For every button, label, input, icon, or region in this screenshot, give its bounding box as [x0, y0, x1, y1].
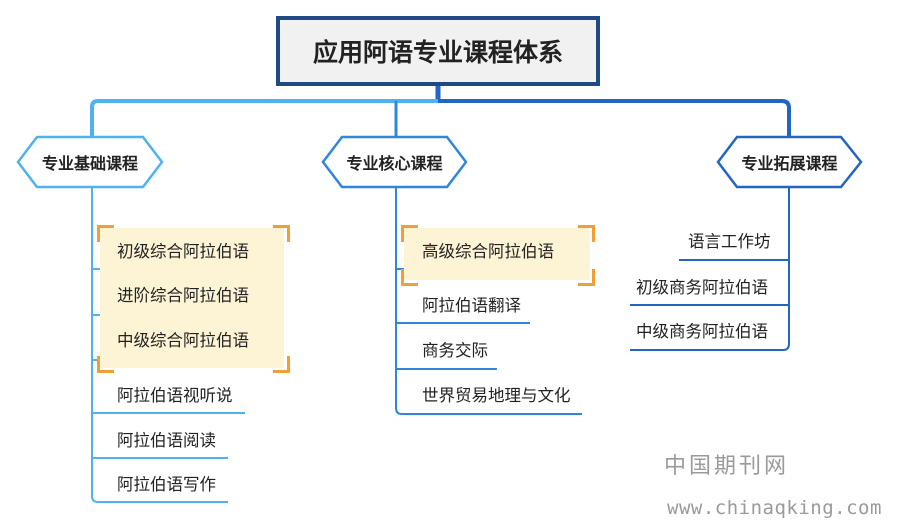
category-label-basic: 专业基础课程	[41, 154, 138, 173]
course-item: 进阶综合阿拉伯语	[117, 286, 249, 305]
bracket-corner	[273, 356, 290, 373]
course-item: 中级综合阿拉伯语	[117, 331, 249, 350]
course-item: 阿拉伯语阅读	[117, 431, 216, 450]
highlight-group-core	[404, 228, 590, 280]
category-hexagon-core	[321, 135, 468, 189]
course-item: 初级商务阿拉伯语	[636, 278, 768, 297]
diagram-title: 应用阿语专业课程体系	[276, 16, 600, 86]
category-label-ext: 专业拓展课程	[741, 154, 838, 173]
category-hexagon-ext	[716, 135, 863, 189]
course-item: 阿拉伯语写作	[117, 475, 216, 494]
highlight-group-basic	[100, 228, 284, 368]
category-hexagon-basic	[16, 135, 164, 189]
watermark-url: www.chinaqking.com	[667, 497, 882, 519]
bracket-corner	[578, 225, 595, 242]
bracket-corner	[97, 356, 114, 373]
course-item: 阿拉伯语翻译	[422, 296, 521, 315]
course-item: 中级商务阿拉伯语	[636, 322, 768, 341]
bracket-corner	[578, 269, 595, 286]
category-label-core: 专业核心课程	[346, 154, 443, 173]
course-item: 语言工作坊	[688, 232, 771, 251]
watermark-name: 中国期刊网	[664, 454, 790, 479]
course-item: 阿拉伯语视听说	[117, 386, 233, 405]
bracket-corner	[273, 225, 290, 242]
bracket-corner	[401, 225, 418, 242]
bracket-corner	[401, 269, 418, 286]
course-item: 初级综合阿拉伯语	[117, 242, 249, 261]
bracket-corner	[97, 225, 114, 242]
course-item: 高级综合阿拉伯语	[422, 242, 554, 261]
course-item: 商务交际	[422, 341, 488, 360]
course-item: 世界贸易地理与文化	[422, 386, 571, 405]
